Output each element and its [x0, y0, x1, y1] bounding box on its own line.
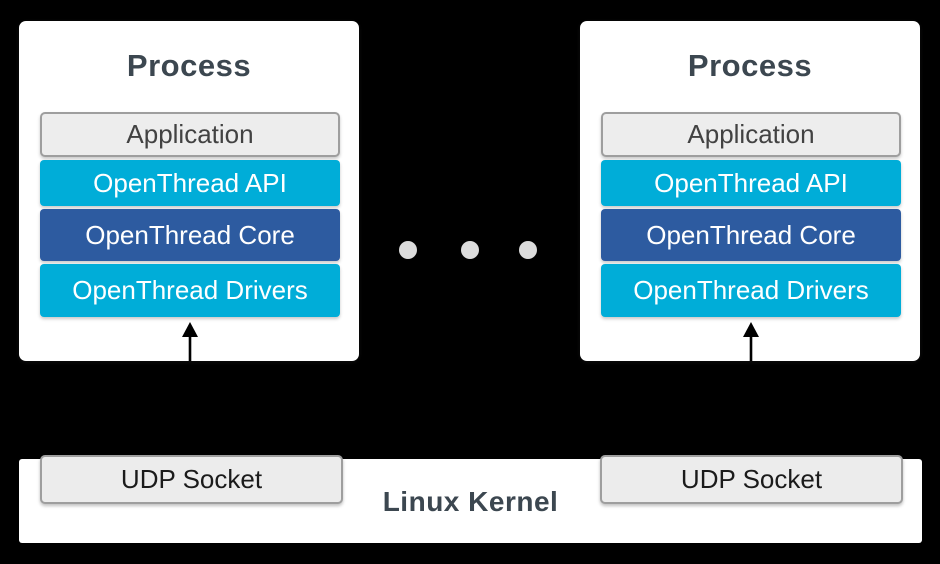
udp-socket-box-left: UDP Socket: [40, 455, 343, 504]
linux-kernel-bar: UDP Socket Linux Kernel UDP Socket: [19, 455, 922, 543]
ellipsis-dot: [461, 241, 479, 259]
socket-to-drivers-arrow-icon: [182, 322, 198, 361]
layer-application: Application: [601, 112, 901, 157]
udp-socket-box-right: UDP Socket: [600, 455, 903, 504]
ellipsis-dot: [519, 241, 537, 259]
ellipsis-dot: [399, 241, 417, 259]
linux-kernel-label: Linux Kernel: [382, 486, 559, 517]
layer-application: Application: [40, 112, 340, 157]
process-title: Process: [687, 48, 813, 83]
layer-openthread-core: OpenThread Core: [40, 209, 340, 261]
layer-openthread-api: OpenThread API: [40, 160, 340, 206]
process-box-left: Process Application OpenThread API OpenT…: [19, 21, 359, 361]
process-title: Process: [126, 48, 252, 83]
layer-openthread-core: OpenThread Core: [601, 209, 901, 261]
layer-openthread-drivers: OpenThread Drivers: [40, 264, 340, 317]
layer-openthread-api: OpenThread API: [601, 160, 901, 206]
process-box-right: Process Application OpenThread API OpenT…: [580, 21, 920, 361]
socket-to-drivers-arrow-icon: [743, 322, 759, 361]
layer-openthread-drivers: OpenThread Drivers: [601, 264, 901, 317]
more-processes-ellipsis: [399, 241, 537, 259]
